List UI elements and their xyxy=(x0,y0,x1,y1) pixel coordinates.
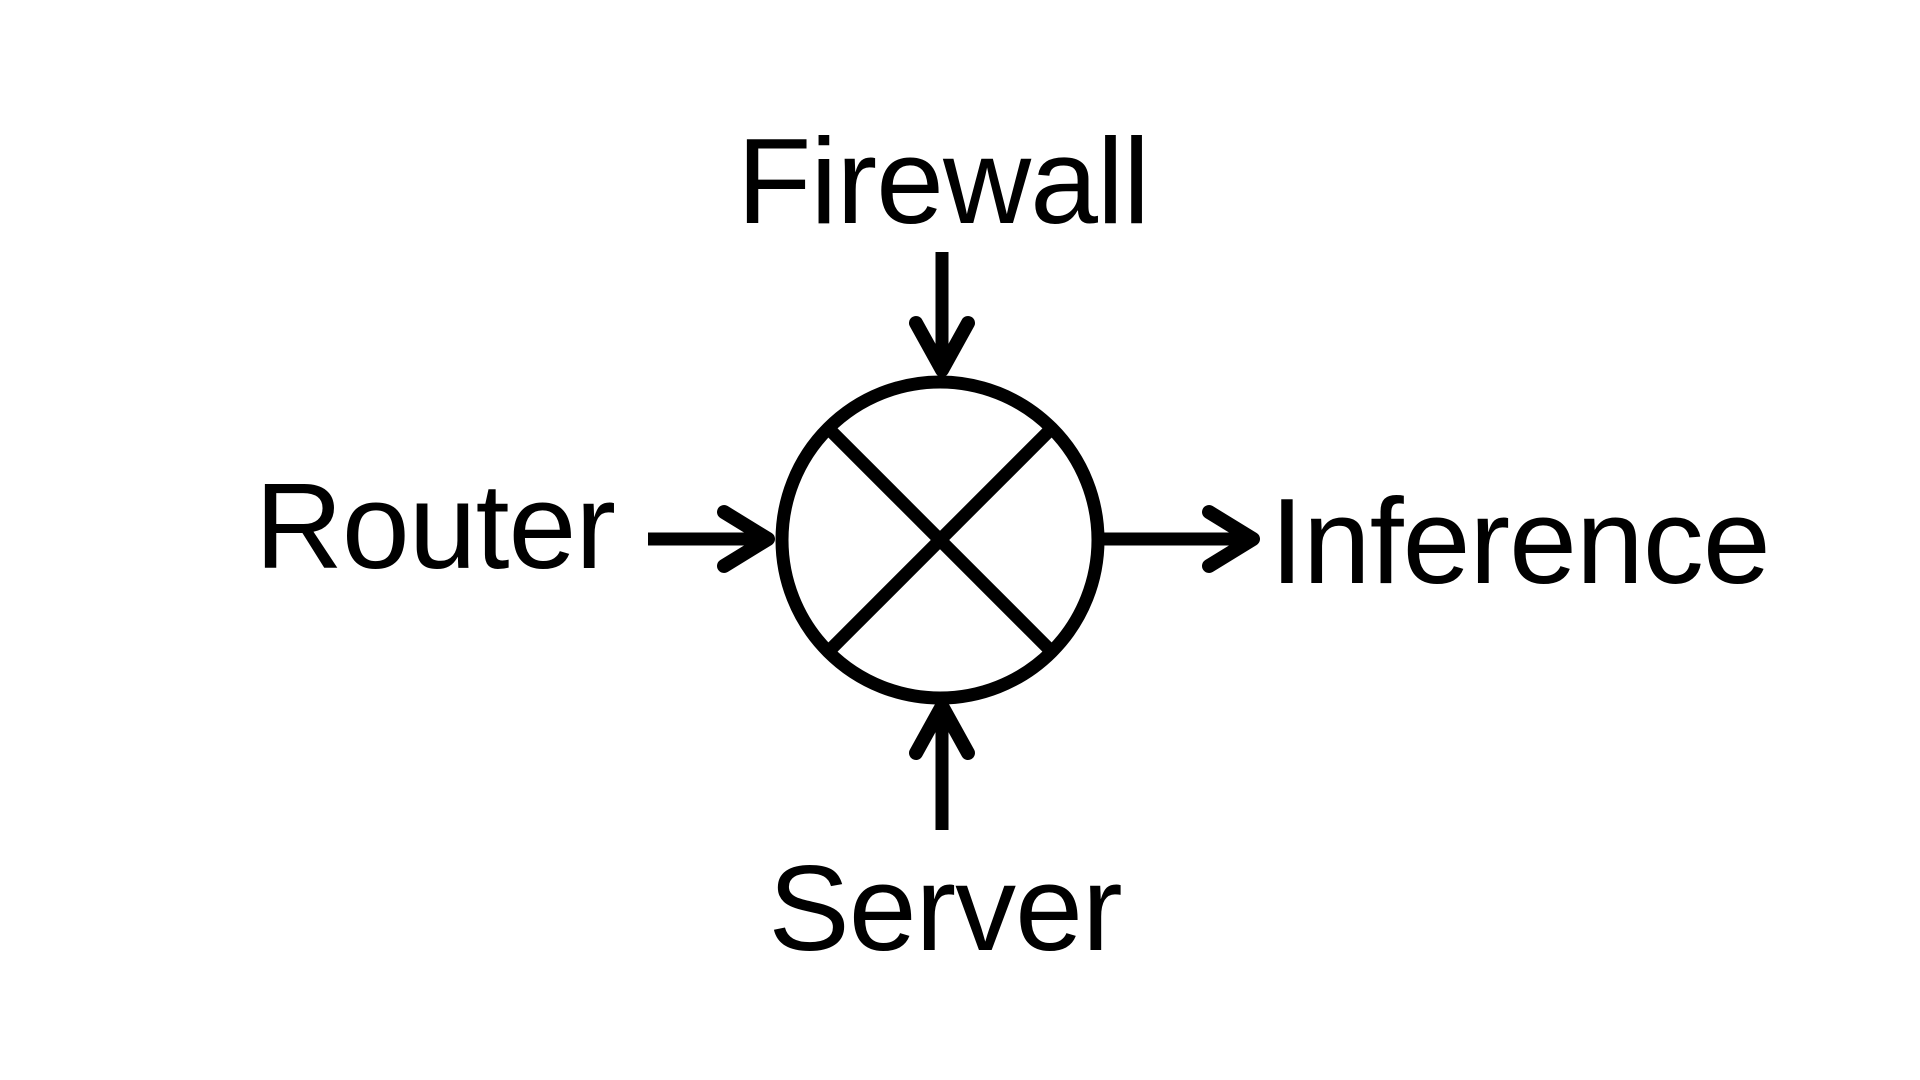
arrow-router-to-center xyxy=(648,505,775,573)
arrow-firewall-to-center xyxy=(909,252,975,377)
arrow-head-right-icon xyxy=(1202,505,1260,573)
arrow-server-to-center xyxy=(909,699,975,830)
inference-label: Inference xyxy=(1270,473,1770,609)
firewall-label: Firewall xyxy=(737,113,1149,249)
arrow-head-down-icon xyxy=(909,316,975,377)
server-label: Server xyxy=(768,840,1121,976)
x-line-ascending xyxy=(824,424,1056,656)
crossbar-symbol xyxy=(775,375,1105,705)
arrow-head-right-icon xyxy=(717,505,775,573)
crossbar-circle xyxy=(775,375,1105,705)
arrow-head-up-icon xyxy=(909,699,975,760)
router-label: Router xyxy=(255,458,615,594)
arrow-center-to-inference xyxy=(1104,505,1260,573)
